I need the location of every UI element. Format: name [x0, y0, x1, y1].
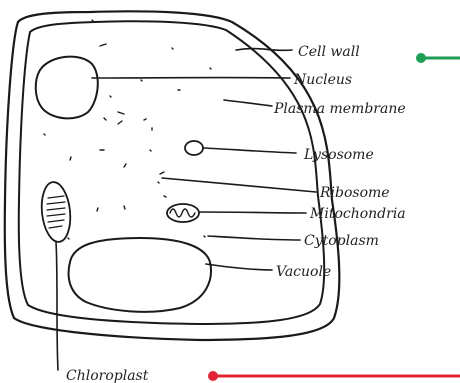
red-marker — [208, 371, 460, 381]
label-cell-wall: Cell wall — [298, 44, 360, 60]
mitochondria-cristae — [170, 209, 195, 217]
leader-lysosome — [204, 148, 296, 153]
cell-wall-outline — [5, 11, 340, 340]
label-mitochondria: Mitochondria — [309, 206, 406, 222]
label-ribosome: Ribosome — [319, 185, 390, 201]
label-cytoplasm: Cytoplasm — [304, 233, 379, 249]
leader-cytoplasm — [208, 236, 300, 240]
label-nucleus: Nucleus — [293, 72, 352, 88]
label-chloroplast: Chloroplast — [66, 368, 149, 383]
label-plasma-membrane: Plasma membrane — [273, 101, 406, 117]
lysosome-shape — [185, 141, 203, 155]
leader-chloroplast — [56, 242, 58, 370]
mitochondria-shape — [167, 204, 199, 222]
label-lysosome: Lysosome — [303, 147, 374, 163]
leader-plasma-membrane — [224, 100, 272, 106]
leader-mitochondria — [200, 212, 306, 213]
leader-vacuole — [206, 264, 272, 270]
chloroplast-thylakoids — [47, 196, 65, 228]
label-vacuole: Vacuole — [276, 264, 331, 280]
nucleus-shape — [36, 57, 98, 119]
chloroplast-shape — [39, 181, 73, 244]
leader-ribosome — [162, 178, 316, 192]
leader-cell-wall — [236, 49, 292, 51]
green-marker — [416, 53, 460, 63]
vacuole-shape — [69, 238, 211, 312]
